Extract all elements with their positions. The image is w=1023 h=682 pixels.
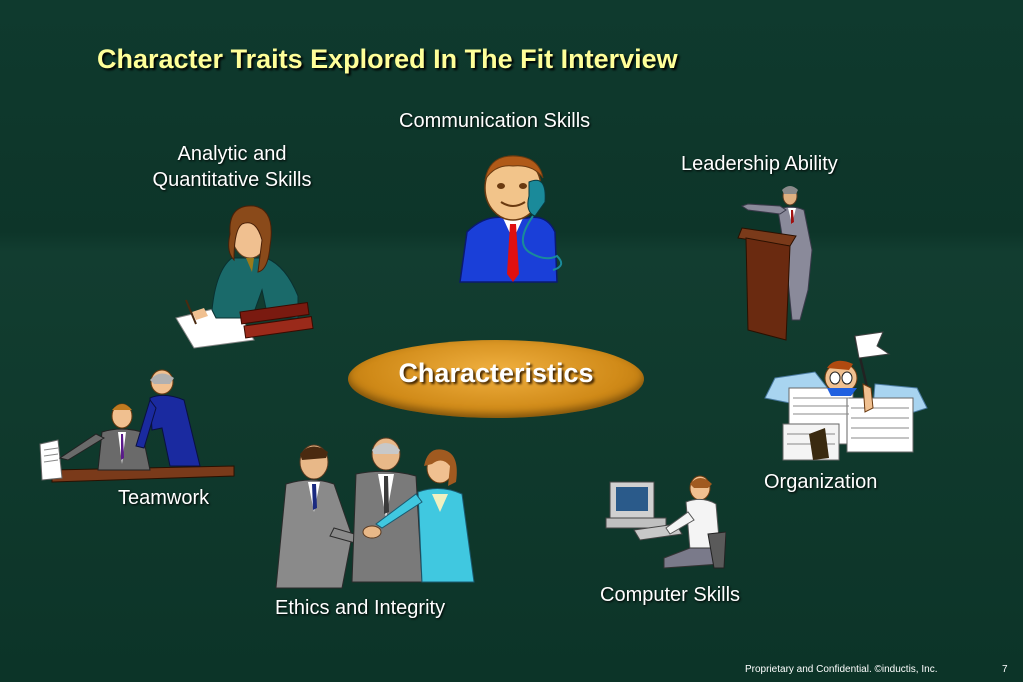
footer-confidential: Proprietary and Confidential. ©inductis,… (745, 664, 938, 675)
label-analytic-line2: Quantitative Skills (152, 169, 312, 191)
speaker-podium-illustration (737, 186, 813, 341)
characteristics-label: Characteristics (398, 358, 594, 388)
label-organization: Organization (764, 471, 878, 493)
label-computer-skills: Computer Skills (600, 584, 741, 606)
phone-man-illustration (459, 155, 563, 283)
teamwork-desk-illustration (39, 369, 235, 483)
handshake-group-illustration (275, 437, 475, 589)
computer-user-illustration (605, 475, 726, 569)
paper-pile-illustration (764, 331, 928, 461)
label-communication-skills: Communication Skills (399, 110, 591, 132)
characteristics-oval (348, 340, 644, 418)
page-number: 7 (1002, 664, 1008, 675)
label-teamwork: Teamwork (118, 487, 210, 509)
label-analytic-line1: Analytic and (177, 143, 287, 165)
analyst-woman-illustration (175, 205, 314, 349)
label-ethics-integrity: Ethics and Integrity (275, 597, 446, 619)
slide-title: Character Traits Explored In The Fit Int… (97, 44, 678, 74)
label-analytic-skills: Analytic and Quantitative Skills (144, 141, 320, 193)
label-leadership-ability: Leadership Ability (681, 153, 838, 175)
